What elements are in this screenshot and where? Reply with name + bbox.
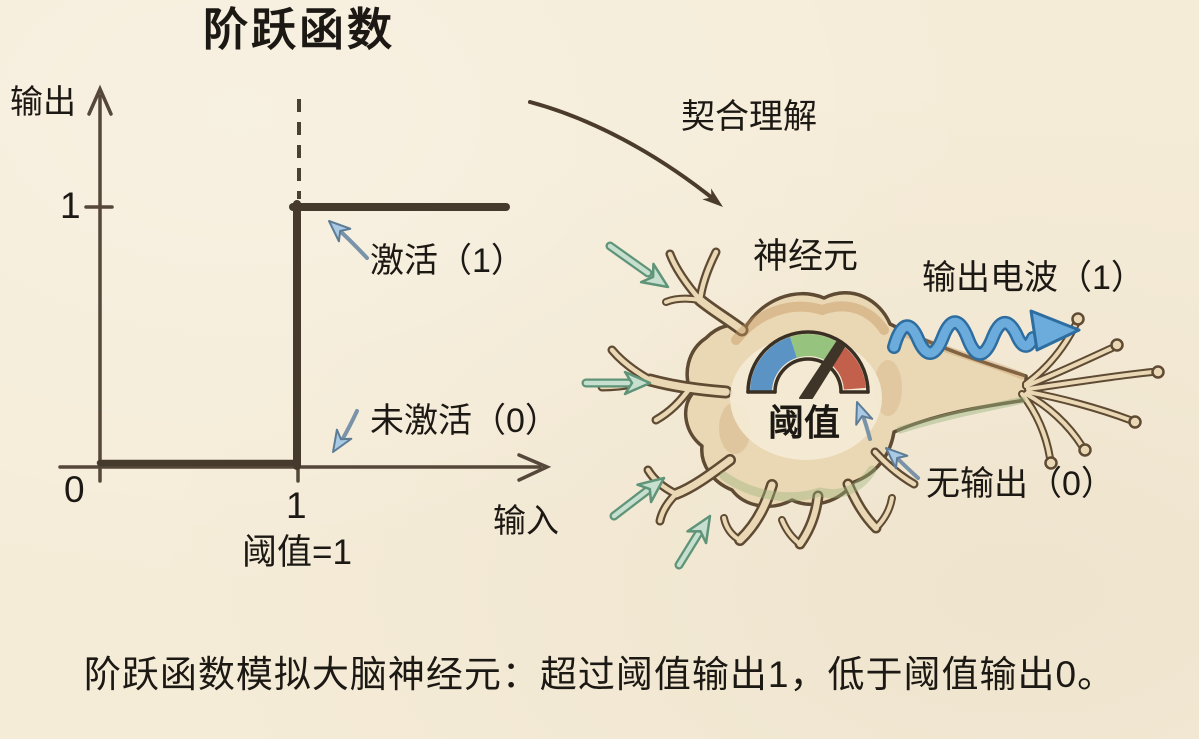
activation-pointer-arrow	[328, 220, 369, 260]
input-arrow	[609, 476, 666, 521]
threshold-gauge-icon	[746, 330, 870, 399]
neuron-illustration	[597, 247, 1165, 550]
gauge-needle	[799, 341, 845, 399]
y-axis-label: 输出	[10, 83, 76, 120]
x-axis	[58, 453, 552, 483]
gauge-threshold-label: 阈值	[768, 402, 841, 443]
bridge-label: 契合理解	[681, 98, 817, 136]
inactivation-pointer-arrow	[332, 409, 359, 453]
bridge-arrow	[528, 100, 723, 207]
active-label: 激活（1）	[370, 242, 525, 280]
input-arrow	[581, 370, 652, 396]
input-arrow	[674, 514, 712, 570]
output-wave-arrow	[887, 309, 1081, 361]
y-axis-arrowhead	[87, 84, 113, 116]
no-output-label: 无输出（0）	[926, 465, 1115, 503]
y-tick-label: 1	[60, 185, 81, 226]
x-axis-label: 输入	[493, 502, 559, 539]
caption: 阶跃函数模拟大脑神经元：超过阈值输出1，低于阈值输出0。	[83, 654, 1116, 695]
output-wave-label: 输出电波（1）	[922, 259, 1145, 297]
step-function-curve	[96, 200, 510, 470]
x-axis-arrowhead	[517, 453, 552, 482]
page-title: 阶跃函数	[203, 4, 396, 55]
inactive-label: 未激活（0）	[370, 402, 559, 440]
no-output-pointer-arrow	[885, 447, 920, 480]
threshold-note: 阈值=1	[242, 533, 352, 572]
neuron-label: 神经元	[753, 237, 859, 276]
gauge-pointer-arrow	[855, 401, 874, 441]
axon-terminal	[1018, 312, 1165, 470]
input-arrow	[605, 241, 670, 289]
x-tick-label: 1	[286, 485, 307, 526]
input-arrows	[581, 241, 712, 570]
y-axis	[84, 84, 114, 483]
origin-label: 0	[64, 469, 85, 510]
